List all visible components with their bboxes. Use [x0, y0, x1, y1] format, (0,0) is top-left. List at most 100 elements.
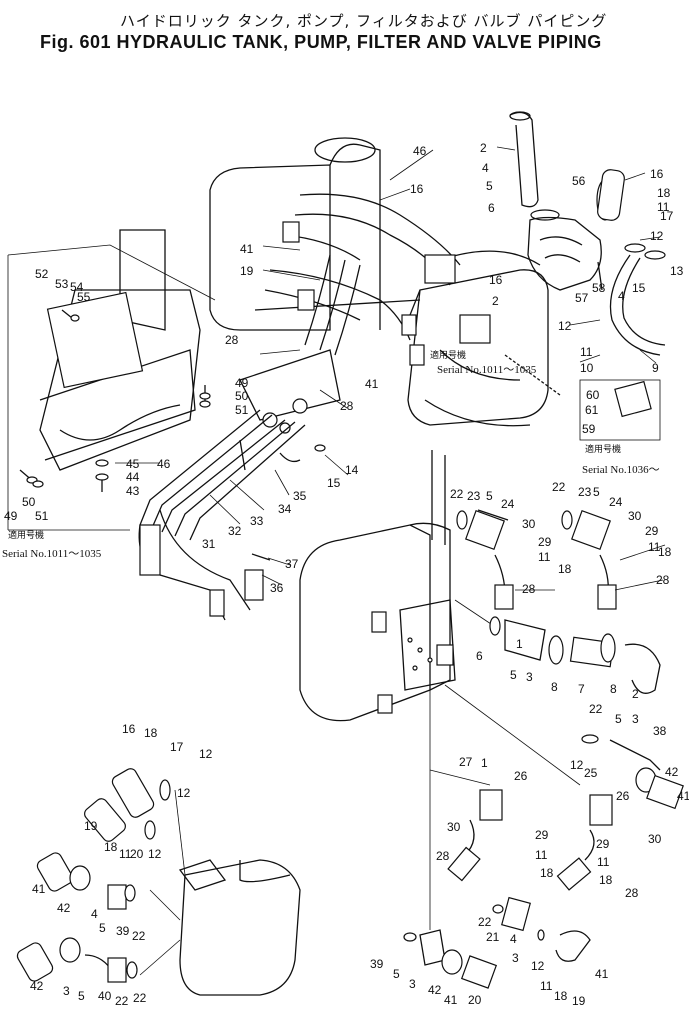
callout-label: 41 [240, 242, 254, 256]
callout-label: 11 [580, 345, 593, 359]
callout-label: 20 [468, 993, 482, 1007]
callout-label: 18 [558, 562, 572, 576]
callout-label: 18 [540, 866, 554, 880]
callout-label: 12 [558, 319, 572, 333]
callout-label: 55 [77, 290, 91, 304]
callout-label: 58 [592, 281, 606, 295]
callout-label: 44 [126, 470, 140, 484]
callout-label: 3 [526, 670, 533, 684]
pump-drawing [509, 111, 666, 418]
callout-label: 19 [572, 994, 586, 1008]
bottom-middle-drawing [403, 770, 591, 989]
callout-label: 42 [30, 979, 44, 993]
callout-label: 3 [512, 951, 519, 965]
callout-label: 24 [501, 497, 515, 511]
callout-label: 51 [35, 509, 49, 523]
callout-label: 29 [645, 524, 659, 538]
callout-label: 5 [486, 179, 493, 193]
callout-label: 25 [584, 766, 598, 780]
callout-label: 8 [610, 682, 617, 696]
callout-label: 23 [578, 485, 592, 499]
callout-label: 18 [657, 186, 671, 200]
callout-label: 1 [516, 637, 523, 651]
callout-label: 16 [122, 722, 136, 736]
callout-label: 51 [235, 403, 249, 417]
callout-label: 5 [393, 967, 400, 981]
callout-label: 4 [618, 289, 625, 303]
callout-label: 20 [130, 847, 144, 861]
callout-label: 40 [98, 989, 112, 1003]
callout-label: 18 [104, 840, 118, 854]
callout-label: 1 [481, 756, 488, 770]
long-pipes-drawing [138, 409, 326, 621]
callout-label: 35 [293, 489, 307, 503]
serial-note-c-jp: 適用号機 [8, 529, 44, 541]
callout-label: 37 [285, 557, 299, 571]
bracket-drawing [19, 229, 211, 492]
callout-label: 53 [55, 277, 69, 291]
callout-label: 4 [482, 161, 489, 175]
callout-label: 30 [522, 517, 536, 531]
callout-label: 19 [240, 264, 254, 278]
callout-label: 18 [554, 989, 568, 1003]
callout-label: 30 [648, 832, 662, 846]
callout-label: 19 [84, 819, 98, 833]
callout-label: 4 [91, 907, 98, 921]
callout-label: 30 [447, 820, 461, 834]
callout-label: 11 [538, 550, 551, 564]
callout-label: 36 [270, 581, 284, 595]
callout-label: 28 [522, 582, 536, 596]
middle-tank-drawing [299, 450, 581, 786]
callout-label: 39 [370, 957, 384, 971]
callout-label: 16 [489, 273, 503, 287]
callout-label: 16 [410, 182, 424, 196]
callout-label: 11 [648, 540, 661, 554]
callout-label: 29 [538, 535, 552, 549]
callout-label: 12 [650, 229, 664, 243]
callout-label: 5 [99, 921, 106, 935]
callout-label: 46 [413, 144, 427, 158]
callout-label: 41 [444, 993, 458, 1007]
middle-fittings-drawing [447, 509, 684, 891]
callout-label: 12 [148, 847, 162, 861]
callout-label: 9 [652, 361, 659, 375]
callout-label: 60 [586, 388, 600, 402]
callout-label: 23 [467, 489, 481, 503]
callout-label: 12 [570, 758, 584, 772]
callout-label: 28 [436, 849, 450, 863]
callout-label: 27 [459, 755, 473, 769]
callout-label: 22 [133, 991, 147, 1005]
callout-label: 32 [228, 524, 242, 538]
callout-label: 22 [589, 702, 603, 716]
callout-label: 45 [126, 457, 140, 471]
callout-label: 11 [535, 848, 548, 862]
callout-label: 33 [250, 514, 264, 528]
callout-label: 42 [428, 983, 442, 997]
title-japanese: ハイドロリック タンク, ポンプ, フィルタおよび バルブ パイピング [120, 12, 608, 30]
callout-label: 31 [202, 537, 216, 551]
callout-label: 5 [486, 489, 493, 503]
callout-label: 8 [551, 680, 558, 694]
callout-label: 54 [70, 280, 84, 294]
callout-label: 61 [585, 403, 599, 417]
callout-label: 5 [593, 485, 600, 499]
leader-lines [115, 146, 666, 591]
callout-label: 18 [144, 726, 158, 740]
callout-label: 59 [582, 422, 596, 436]
callout-label: 41 [595, 967, 609, 981]
callout-label: 13 [670, 264, 684, 278]
callout-label: 52 [35, 267, 49, 281]
callout-label: 41 [365, 377, 379, 391]
callout-label: 12 [177, 786, 191, 800]
callout-label: 50 [22, 495, 36, 509]
callout-label: 21 [486, 930, 500, 944]
callout-label: 11 [540, 979, 553, 993]
callout-label: 3 [632, 712, 639, 726]
callout-label: 22 [132, 929, 146, 943]
callout-label: 22 [552, 480, 566, 494]
callout-label: 49 [235, 376, 249, 390]
callout-label: 5 [510, 668, 517, 682]
callout-label: 12 [199, 747, 213, 761]
